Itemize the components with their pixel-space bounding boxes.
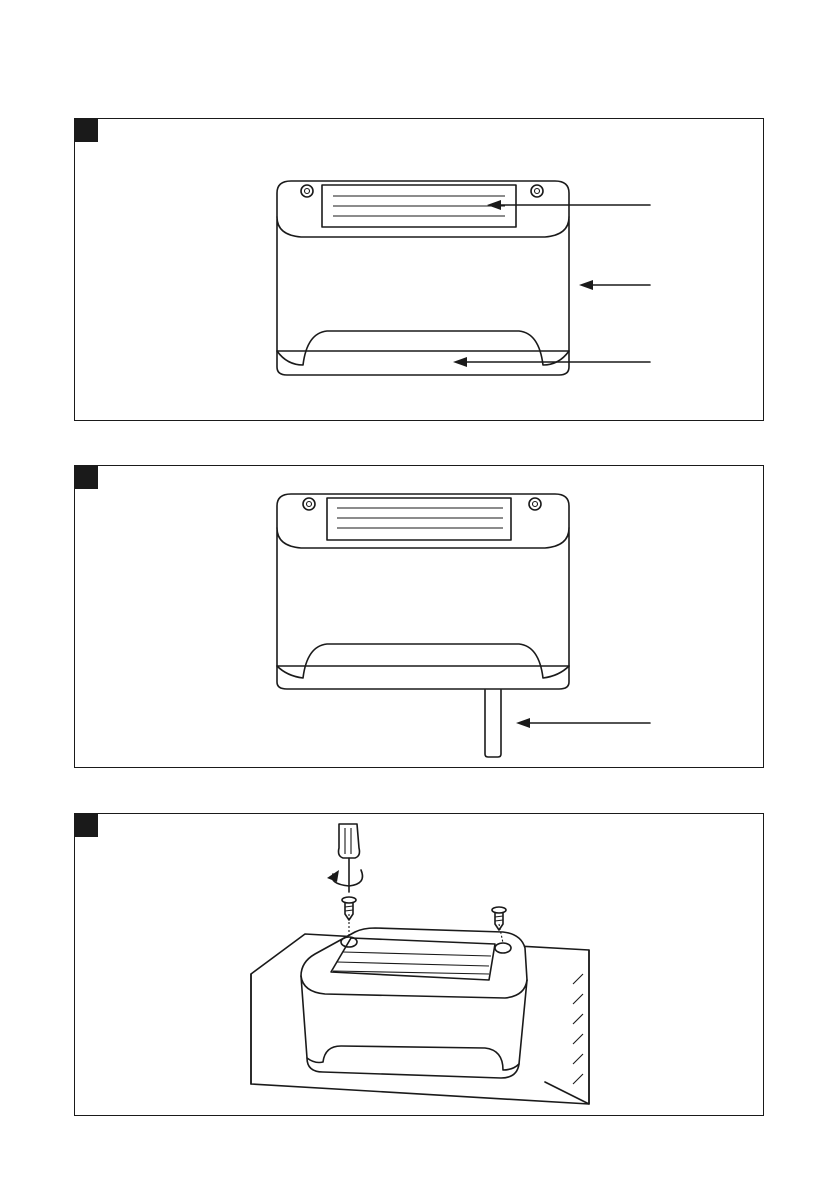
figure-1-drawing (75, 119, 765, 422)
figure-2-drawing (75, 466, 765, 769)
callout-arrows (453, 200, 650, 367)
arrow-icon (453, 357, 650, 367)
ground-stake (485, 690, 501, 757)
figure-2-panel (74, 465, 764, 768)
figure-3-drawing (75, 814, 765, 1117)
arrow-icon (516, 718, 650, 728)
screwdriver-icon (339, 824, 360, 892)
figure-1-panel (74, 118, 764, 421)
solar-light-unit (277, 494, 569, 689)
solar-light-unit (277, 181, 569, 375)
screw-icon (492, 907, 506, 930)
rotation-arrow-icon (327, 870, 363, 886)
figure-3-panel (74, 813, 764, 1116)
screw-icon (342, 897, 356, 920)
solar-light-unit (301, 914, 527, 1078)
arrow-icon (579, 280, 650, 290)
